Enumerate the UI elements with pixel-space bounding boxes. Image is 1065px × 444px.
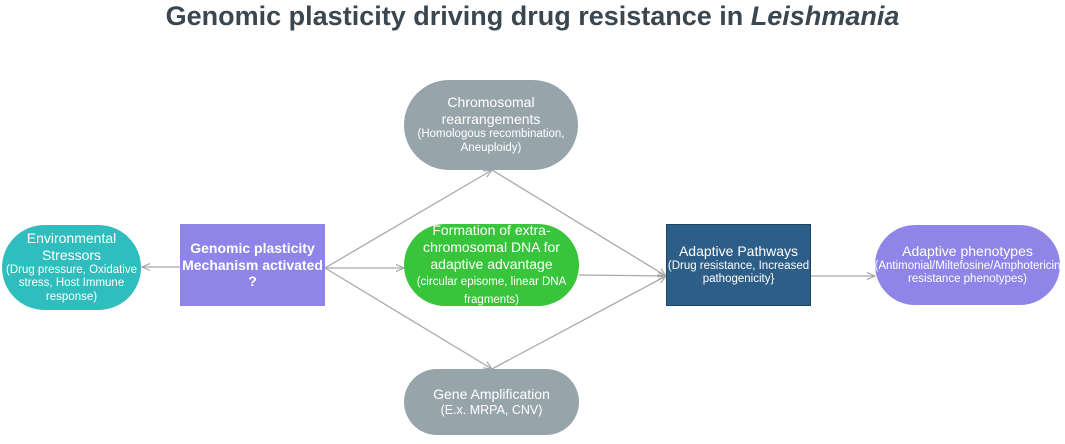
environmental-stressors-node: Environmental Stressors (Drug pressure, … xyxy=(2,225,141,310)
adaptive-phenotypes-detail: (Antimonial/Miltefosine/Amphotericin res… xyxy=(874,259,1061,286)
extrachromosomal-dna-detail: (circular episome, linear DNA fragments) xyxy=(416,276,567,307)
chromosomal-rearrangements-detail: (Homologous recombination, Aneuploidy) xyxy=(417,128,565,154)
edge-chromosomal-to-adaptive xyxy=(491,169,666,276)
gene-amplification-label: Gene Amplification xyxy=(433,386,550,403)
edge-plasticity-to-chromosomal xyxy=(324,170,492,269)
chromosomal-rearrangements-node: Chromosomal rearrangements (Homologous r… xyxy=(404,80,578,170)
extrachromosomal-dna-label: Formation of extra-chromosomal DNA for a… xyxy=(423,222,560,272)
chromosomal-rearrangements-label: Chromosomal rearrangements xyxy=(441,94,541,128)
genomic-plasticity-node: Genomic plasticity Mechanism activated ? xyxy=(180,224,325,306)
edge-plasticity-to-gene xyxy=(324,267,492,369)
environmental-stressors-detail: (Drug pressure, Oxidative stress, Host I… xyxy=(5,263,138,304)
gene-amplification-node: Gene Amplification (E.x. MRPA, CNV) xyxy=(404,369,579,435)
adaptive-pathways-label: Adaptive Pathways xyxy=(678,242,799,259)
diagram-title: Genomic plasticity driving drug resistan… xyxy=(165,1,900,31)
edge-gene-to-adaptive xyxy=(491,276,666,370)
adaptive-pathways-node: Adaptive Pathways (Drug resistance, Incr… xyxy=(666,224,811,306)
adaptive-pathways-detail: (Drug resistance, Increased pathogenicit… xyxy=(667,259,810,286)
edge-extra-to-adaptive xyxy=(578,275,666,276)
environmental-stressors-label: Environmental Stressors xyxy=(26,230,117,263)
extrachromosomal-dna-node: Formation of extra-chromosomal DNA for a… xyxy=(404,222,579,307)
genomic-plasticity-label: Genomic plasticity Mechanism activated ? xyxy=(182,239,323,290)
gene-amplification-detail: (E.x. MRPA, CNV) xyxy=(440,402,543,417)
adaptive-phenotypes-label: Adaptive phenotypes xyxy=(902,242,1033,259)
adaptive-phenotypes-node: Adaptive phenotypes (Antimonial/Miltefos… xyxy=(874,225,1061,305)
